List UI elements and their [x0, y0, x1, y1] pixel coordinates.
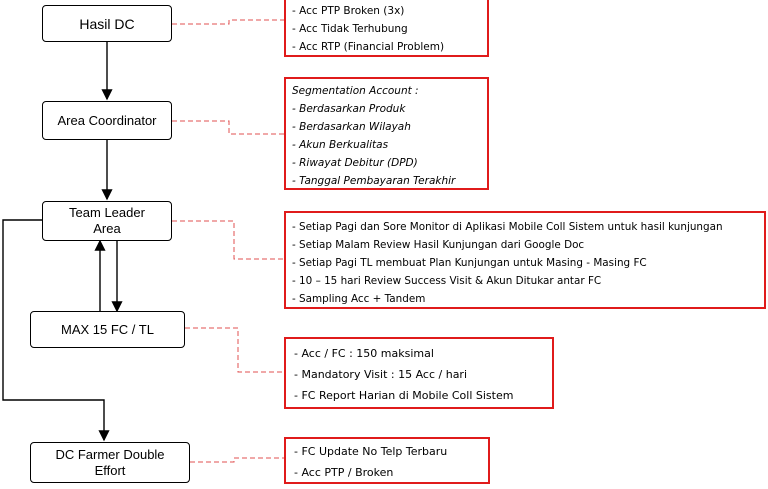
note-line: - FC Report Harian di Mobile Coll Sistem: [294, 389, 514, 402]
note-line: - Berdasarkan Wilayah: [292, 121, 411, 133]
note-line: - Acc Tidak Terhubung: [292, 23, 408, 35]
node-max-fc-tl: MAX 15 FC / TL: [30, 311, 185, 348]
dashed-connector-max: [185, 327, 284, 373]
note-dc-farmer: - FC Update No Telp Terbaru - Acc PTP / …: [284, 437, 490, 484]
note-hasil-dc: - Acc PTP Broken (3x) - Acc Tidak Terhub…: [284, 0, 489, 57]
node-hasil-dc: Hasil DC: [42, 5, 172, 42]
note-line: - Setiap Malam Review Hasil Kunjungan da…: [292, 239, 585, 251]
note-line: - Akun Berkualitas: [292, 139, 389, 151]
note-line: Segmentation Account :: [292, 85, 419, 97]
note-line: - Acc PTP Broken (3x): [292, 5, 405, 17]
note-line: - Riwayat Debitur (DPD): [292, 157, 418, 169]
note-line: - Berdasarkan Produk: [292, 103, 406, 115]
node-dc-farmer-label: DC Farmer Double Effort: [55, 446, 165, 478]
node-hasil-dc-label: Hasil DC: [79, 15, 135, 32]
note-area-coordinator: Segmentation Account : - Berdasarkan Pro…: [284, 77, 489, 190]
note-max-fc: - Acc / FC : 150 maksimal - Mandatory Vi…: [284, 337, 554, 409]
arrow-tl-to-dcfarmer: [2, 219, 110, 442]
dashed-connector-area: [172, 120, 284, 135]
node-area-coordinator: Area Coordinator: [42, 101, 172, 140]
node-team-leader-area-label: Team Leader Area: [69, 205, 145, 236]
note-line: - Setiap Pagi dan Sore Monitor di Aplika…: [292, 221, 723, 233]
note-line: - Acc / FC : 150 maksimal: [294, 347, 434, 360]
note-line: - 10 – 15 hari Review Success Visit & Ak…: [292, 275, 602, 287]
node-max-fc-tl-label: MAX 15 FC / TL: [61, 321, 154, 337]
dashed-connector-dcfarmer: [190, 457, 284, 463]
note-line: - Mandatory Visit : 15 Acc / hari: [294, 368, 468, 381]
note-line: - Setiap Pagi TL membuat Plan Kunjungan …: [292, 257, 647, 269]
note-line: - Sampling Acc + Tandem: [292, 293, 426, 305]
note-team-leader: - Setiap Pagi dan Sore Monitor di Aplika…: [284, 211, 766, 309]
note-line: - Tanggal Pembayaran Terakhir: [292, 175, 456, 187]
note-line: - Acc RTP (Financial Problem): [292, 41, 445, 53]
node-team-leader-area: Team Leader Area: [42, 201, 172, 241]
node-dc-farmer: DC Farmer Double Effort: [30, 442, 190, 483]
node-area-coordinator-label: Area Coordinator: [57, 112, 157, 128]
dashed-connector-hasil: [172, 19, 284, 25]
dashed-connector-tl: [172, 220, 284, 260]
note-line: - FC Update No Telp Terbaru: [294, 445, 448, 458]
note-line: - Acc PTP / Broken: [294, 466, 394, 479]
